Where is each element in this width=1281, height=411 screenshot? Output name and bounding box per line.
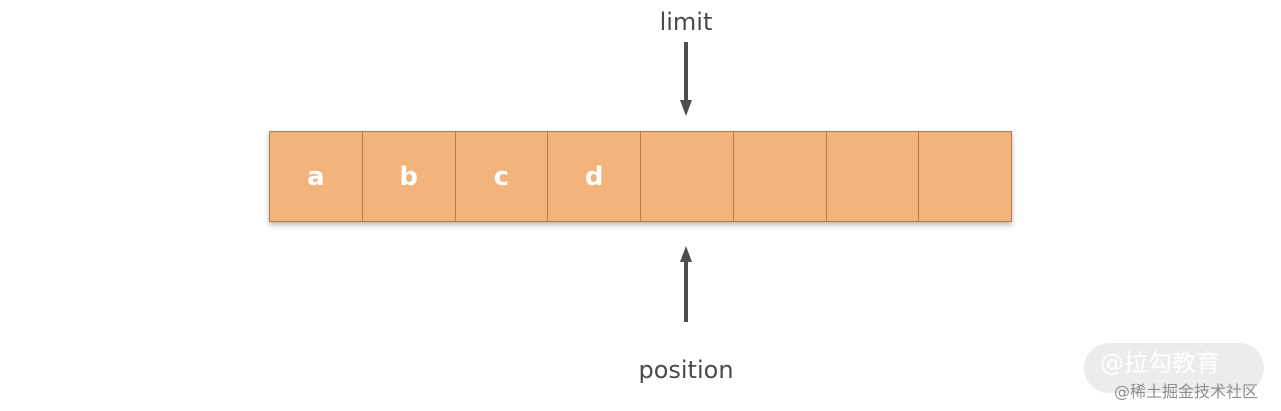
buffer-cell-1: b [362, 132, 456, 221]
limit-label: limit [659, 8, 713, 36]
watermark-sub-text: @稀土掘金技术社区 [1114, 382, 1259, 401]
limit-arrow-shaft [684, 42, 688, 102]
watermark-main-text: @拉勾教育 [1100, 349, 1220, 377]
buffer-cell-5 [733, 132, 827, 221]
buffer-cell-3: d [548, 132, 641, 221]
buffer-cell-4 [641, 132, 734, 221]
position-label: position [638, 356, 734, 384]
buffer-cell-6 [826, 132, 920, 221]
buffer-array: a b c d [269, 131, 1012, 222]
limit-arrow-down-icon [680, 100, 692, 116]
buffer-cell-2: c [455, 132, 549, 221]
position-arrow-shaft [684, 260, 688, 322]
buffer-cell-7 [919, 132, 1011, 221]
watermark-badge [1084, 343, 1264, 393]
position-arrow-up-icon [680, 246, 692, 262]
buffer-cell-0: a [270, 132, 363, 221]
